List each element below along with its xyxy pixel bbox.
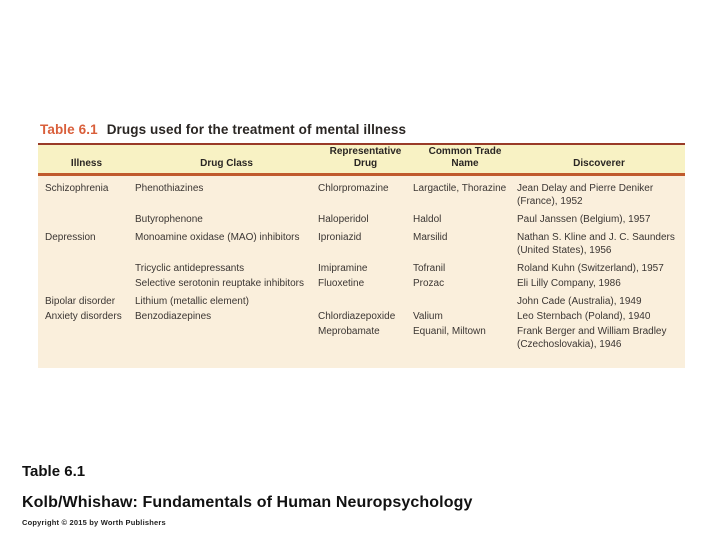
table-cell: Benzodiazepines [135,311,212,322]
table-cell: Meprobamate [318,326,380,337]
table-row: Tricyclic antidepressants Imipramine Tofra… [38,262,685,275]
table-cell: Chlordiazepoxide [318,311,396,322]
table-cell: Jean Delay and Pierre Deniker (France), … [517,183,654,207]
caption-book-title: Kolb/Whishaw: Fundamentals of Human Neur… [22,494,473,511]
figure-title: Table 6.1 Drugs used for the treatment of… [40,121,685,138]
table-row: Depression Monoamine oxidase (MAO) inhibi… [38,231,685,257]
table-figure: Table 6.1 Drugs used for the treatment of… [38,121,685,368]
table-cell: Imipramine [318,263,368,274]
table-cell: Monoamine oxidase (MAO) inhibitors [135,232,300,243]
table-row: Bipolar disorder Lithium (metallic elemen… [38,295,685,308]
table-cell: Tofranil [413,263,446,274]
table-cell: Fluoxetine [318,278,365,289]
table-cell: Largactile, Thorazine [413,183,507,194]
table-row: Anxiety disorders Benzodiazepines Chlordia… [38,310,685,323]
table-cell: Roland Kuhn (Switzerland), 1957 [517,263,664,274]
table-row: Butyrophenone Haloperidol Haldol Paul Janss… [38,213,685,226]
table-cell: Frank Berger and William Bradley (Czecho… [517,326,667,350]
table-cell [413,295,517,308]
table-row: Schizophrenia Phenothiazines Chlorpromazin… [38,182,685,208]
table-body: Schizophrenia Phenothiazines Chlorpromazin… [38,176,685,368]
table-cell: Anxiety disorders [45,311,122,322]
figure-label: Table 6.1 [40,122,98,137]
table-cell: Nathan S. Kline and J. C. Saunders (Unit… [517,232,675,256]
column-header: Drug Class [200,158,253,169]
table-cell [38,262,135,275]
caption-table-number: Table 6.1 [22,463,86,480]
column-header: Representative Drug [329,146,402,169]
table-row: Meprobamate Equanil, Miltown Frank Berger … [38,325,685,351]
figure-heading: Drugs used for the treatment of mental i… [106,122,407,137]
table-cell: John Cade (Australia), 1949 [517,296,642,307]
column-header: Discoverer [573,158,625,169]
table-cell: Selective serotonin reuptake inhibitors [135,278,304,289]
table-cell: Haloperidol [318,214,369,225]
table-cell: Leo Sternbach (Poland), 1940 [517,311,651,322]
table-cell: Prozac [413,278,445,289]
table-cell: Valium [413,311,443,322]
table-cell: Butyrophenone [135,214,203,225]
table-cell: Paul Janssen (Belgium), 1957 [517,214,651,225]
table-cell: Tricyclic antidepressants [135,263,245,274]
column-header: Common Trade Name [428,146,502,169]
table-cell [38,277,135,290]
table-cell: Eli Lilly Company, 1986 [517,278,621,289]
table-cell [38,213,135,226]
table-cell: Lithium (metallic element) [135,296,249,307]
table-cell [135,325,318,351]
table-cell: Iproniazid [318,232,362,243]
table-cell: Equanil, Miltown [413,326,486,337]
table-cell: Phenothiazines [135,183,204,194]
table-cell: Depression [45,232,96,243]
table-cell: Bipolar disorder [45,296,116,307]
caption-copyright: Copyright © 2015 by Worth Publishers [22,518,166,527]
table-cell [38,325,135,351]
table-header-row: Illness Drug Class Representative Drug Comm… [38,143,685,176]
table-row: Selective serotonin reuptake inhibitors F… [38,277,685,290]
column-header: Illness [70,158,103,169]
table-cell: Schizophrenia [45,183,109,194]
table-cell: Chlorpromazine [318,183,389,194]
table-cell: Haldol [413,214,442,225]
table-cell: Marsilid [413,232,448,243]
table-cell [318,295,413,308]
